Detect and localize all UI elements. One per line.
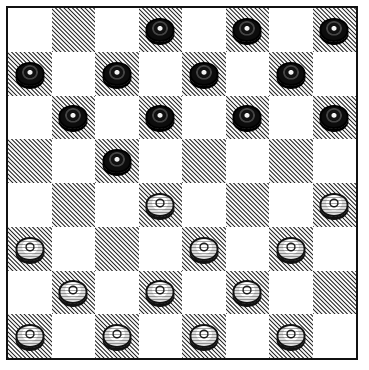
light-square	[226, 227, 270, 271]
light-square	[226, 139, 270, 183]
white-checker-piece[interactable]	[233, 280, 262, 304]
light-square	[313, 227, 357, 271]
dark-square[interactable]	[313, 271, 357, 315]
black-checker-piece[interactable]	[233, 18, 262, 42]
light-square	[182, 183, 226, 227]
light-square	[182, 271, 226, 315]
dark-square[interactable]	[226, 8, 270, 52]
light-square	[269, 8, 313, 52]
light-square	[95, 183, 139, 227]
dark-square[interactable]	[52, 8, 96, 52]
light-square	[139, 314, 183, 358]
dark-square[interactable]	[182, 139, 226, 183]
white-checker-piece[interactable]	[59, 280, 88, 304]
light-square	[95, 271, 139, 315]
light-square	[139, 227, 183, 271]
dark-square[interactable]	[139, 96, 183, 140]
dark-square[interactable]	[313, 96, 357, 140]
light-square	[8, 8, 52, 52]
dark-square[interactable]	[52, 96, 96, 140]
light-square	[8, 271, 52, 315]
checkers-board	[6, 6, 358, 360]
light-square	[269, 96, 313, 140]
black-checker-piece[interactable]	[146, 18, 175, 42]
dark-square[interactable]	[226, 271, 270, 315]
light-square	[52, 139, 96, 183]
black-checker-piece[interactable]	[320, 18, 349, 42]
white-checker-piece[interactable]	[276, 324, 305, 348]
dark-square[interactable]	[95, 314, 139, 358]
dark-square[interactable]	[8, 314, 52, 358]
dark-square[interactable]	[139, 8, 183, 52]
light-square	[139, 52, 183, 96]
dark-square[interactable]	[8, 227, 52, 271]
dark-square[interactable]	[95, 139, 139, 183]
black-checker-piece[interactable]	[15, 62, 44, 86]
white-checker-piece[interactable]	[146, 280, 175, 304]
light-square	[95, 8, 139, 52]
white-checker-piece[interactable]	[189, 324, 218, 348]
dark-square[interactable]	[139, 183, 183, 227]
light-square	[139, 139, 183, 183]
dark-square[interactable]	[313, 8, 357, 52]
light-square	[52, 227, 96, 271]
light-square	[313, 52, 357, 96]
dark-square[interactable]	[8, 52, 52, 96]
dark-square[interactable]	[139, 271, 183, 315]
white-checker-piece[interactable]	[15, 324, 44, 348]
dark-square[interactable]	[226, 96, 270, 140]
black-checker-piece[interactable]	[146, 105, 175, 129]
dark-square[interactable]	[182, 52, 226, 96]
white-checker-piece[interactable]	[276, 237, 305, 261]
dark-square[interactable]	[226, 183, 270, 227]
light-square	[52, 52, 96, 96]
black-checker-piece[interactable]	[276, 62, 305, 86]
dark-square[interactable]	[313, 183, 357, 227]
light-square	[313, 139, 357, 183]
black-checker-piece[interactable]	[189, 62, 218, 86]
dark-square[interactable]	[52, 271, 96, 315]
light-square	[8, 96, 52, 140]
light-square	[226, 52, 270, 96]
black-checker-piece[interactable]	[59, 105, 88, 129]
light-square	[226, 314, 270, 358]
light-square	[269, 183, 313, 227]
dark-square[interactable]	[95, 227, 139, 271]
black-checker-piece[interactable]	[102, 149, 131, 173]
white-checker-piece[interactable]	[146, 193, 175, 217]
dark-square[interactable]	[52, 183, 96, 227]
light-square	[182, 96, 226, 140]
dark-square[interactable]	[269, 227, 313, 271]
dark-square[interactable]	[269, 52, 313, 96]
dark-square[interactable]	[269, 139, 313, 183]
light-square	[95, 96, 139, 140]
white-checker-piece[interactable]	[102, 324, 131, 348]
light-square	[313, 314, 357, 358]
dark-square[interactable]	[8, 139, 52, 183]
white-checker-piece[interactable]	[320, 193, 349, 217]
white-checker-piece[interactable]	[15, 237, 44, 261]
light-square	[182, 8, 226, 52]
black-checker-piece[interactable]	[102, 62, 131, 86]
dark-square[interactable]	[95, 52, 139, 96]
dark-square[interactable]	[269, 314, 313, 358]
dark-square[interactable]	[182, 227, 226, 271]
white-checker-piece[interactable]	[189, 237, 218, 261]
light-square	[8, 183, 52, 227]
light-square	[52, 314, 96, 358]
dark-square[interactable]	[182, 314, 226, 358]
light-square	[269, 271, 313, 315]
black-checker-piece[interactable]	[320, 105, 349, 129]
black-checker-piece[interactable]	[233, 105, 262, 129]
